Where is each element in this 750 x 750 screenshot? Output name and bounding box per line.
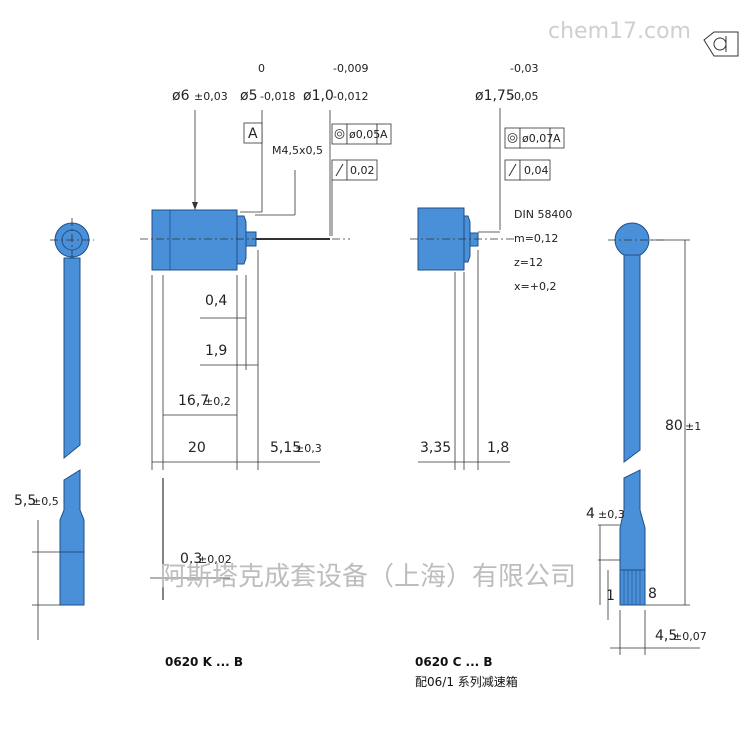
- part-k-collar: [236, 215, 247, 265]
- left-view-shaft-upper: [63, 257, 81, 460]
- dim-4: 4: [586, 506, 595, 522]
- part-k-label: 0620 K ... B: [165, 655, 243, 669]
- dim-20: 20: [188, 440, 206, 456]
- tol-4-5: ±0,07: [673, 630, 707, 643]
- dim-dia-5: ø5: [240, 88, 257, 104]
- tol-dia-5-lower: -0,018: [260, 90, 295, 103]
- fcf-k-concentricity: ø0,05: [349, 128, 380, 141]
- tol-16-7: ±0,2: [204, 395, 231, 408]
- datum-a-box: [243, 122, 263, 144]
- fcf-k-datum: A: [380, 128, 388, 141]
- dim-1-8: 1,8: [487, 440, 509, 456]
- tol-4: ±0,3: [598, 508, 625, 521]
- part-k-housing: [151, 209, 238, 271]
- gear-std: DIN 58400: [514, 208, 572, 221]
- dim-5-15: 5,15: [270, 440, 301, 456]
- tol-c-lower: -0,05: [510, 90, 538, 103]
- tol-dia-1-lower: -0,012: [333, 90, 368, 103]
- watermark-middle: 阿斯塔克成套设备（上海）有限公司: [160, 562, 576, 592]
- dim-80: 80: [665, 418, 683, 434]
- left-view-shaft-lower: [59, 469, 85, 606]
- part-k-dimensions: [151, 250, 320, 470]
- tol-dia-1-upper: -0,009: [333, 62, 368, 75]
- dim-1: 1: [606, 588, 615, 604]
- fcf-c-concentricity: ø0,07: [522, 132, 553, 145]
- gear-m: m=0,12: [514, 232, 558, 245]
- fcf-c-runout: 0,04: [524, 164, 549, 177]
- dim-3-35: 3,35: [420, 440, 451, 456]
- part-c-housing: [417, 207, 465, 271]
- part-c-dimensions: [418, 250, 510, 470]
- right-view: [598, 222, 700, 655]
- dim-5-5: 5,5: [14, 493, 36, 509]
- gear-z: z=12: [514, 256, 543, 269]
- left-view: [32, 218, 94, 640]
- part-k-body: [140, 209, 350, 271]
- tol-0-3: ±0,02: [198, 553, 232, 566]
- fcf-k: [331, 123, 392, 236]
- tol-c-upper: -0,03: [510, 62, 538, 75]
- concentricity-c-icon: [507, 133, 518, 143]
- dim-8: 8: [648, 586, 657, 602]
- fcf-k-runout: 0,02: [350, 164, 375, 177]
- dim-1-9: 1,9: [205, 343, 227, 359]
- dim-16-7: 16,7: [178, 393, 209, 409]
- dim-0-3: 0,3: [180, 551, 202, 567]
- tol-5-15: ±0,3: [295, 442, 322, 455]
- dim-dia-6: ø6: [172, 88, 190, 104]
- watermark-top: chem17.com: [548, 19, 691, 44]
- runout-icon: [335, 163, 344, 177]
- tol-dia-5-upper: 0: [258, 62, 265, 75]
- gear-x: x=+0,2: [514, 280, 556, 293]
- dim-4-5: 4,5: [655, 628, 677, 644]
- logo-icon: [703, 31, 739, 57]
- part-c-pinion: [469, 232, 479, 247]
- thread-spec: M4,5x0,5: [272, 144, 323, 157]
- part-c-body: [410, 207, 515, 271]
- fcf-c-datum: A: [553, 132, 561, 145]
- right-view-shaft-upper: [623, 254, 641, 463]
- runout-c-icon: [508, 163, 517, 177]
- datum-a: A: [248, 126, 258, 142]
- part-c-sublabel: 配06/1 系列减速箱: [415, 674, 518, 689]
- part-c-label: 0620 C ... B: [415, 655, 493, 669]
- dim-dia-1: ø1,0: [303, 88, 334, 104]
- tol-80: ±1: [685, 420, 701, 433]
- fcf-c: [504, 127, 565, 181]
- dim-0-4: 0,4: [205, 293, 227, 309]
- concentricity-icon: [334, 129, 345, 139]
- tol-dia-6: ±0,03: [194, 90, 228, 103]
- dim-dia-1-75: ø1,75: [475, 88, 515, 104]
- tol-5-5: ±0,5: [32, 495, 59, 508]
- part-c-collar: [463, 215, 471, 263]
